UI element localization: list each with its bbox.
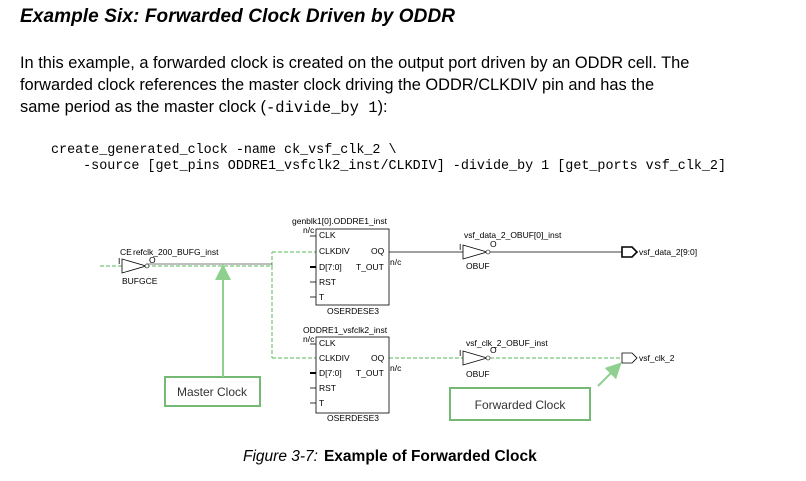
oddr2-clkdiv-pin: CLKDIV — [319, 353, 350, 363]
oddr1-d-pin: D[7:0] — [319, 262, 342, 272]
bufgce-o-pin: O — [149, 255, 156, 265]
bufgce-symbol — [121, 258, 148, 274]
oddr2-tout-pin: T_OUT — [356, 368, 384, 378]
section-heading: Example Six: Forwarded Clock Driven by O… — [20, 6, 456, 27]
oddr2-t-pin: T — [319, 398, 324, 408]
master-clock-label: Master Clock — [177, 385, 248, 399]
oddr1-rst-pin: RST — [319, 277, 336, 287]
figure-title: Example of Forwarded Clock — [323, 448, 537, 465]
obuf1-instance-name: vsf_data_2_OBUF[0]_inst — [464, 230, 562, 240]
oddr1-pin-stubs — [310, 235, 463, 298]
figure-number: Figure 3-7: — [243, 448, 318, 465]
bufgce-ce-pin: CE — [120, 247, 132, 257]
data-port-name: vsf_data_2[9:0] — [639, 247, 697, 257]
clock-net-highlight — [100, 251, 622, 359]
oddr1-block — [315, 228, 390, 306]
body-line-3: same period as the master clock (-divide… — [20, 96, 806, 119]
forwarded-clock-callout — [449, 387, 591, 421]
bufgce-i-pin: I — [118, 256, 120, 266]
bufgce-output-bubble — [144, 263, 150, 269]
oddr2-clk-pin: CLK — [319, 338, 336, 348]
obuf1-o-pin: O — [490, 239, 497, 249]
oddr2-d-pin: D[7:0] — [319, 368, 342, 378]
oddr1-clk-pin: CLK — [319, 230, 336, 240]
body-line-3-end: ): — [377, 98, 388, 116]
oddr2-tout-nc: n/c — [390, 363, 402, 373]
bufgce-instance-name: refclk_200_BUFG_inst — [133, 247, 219, 257]
body-line-1: In this example, a forwarded clock is cr… — [20, 54, 690, 72]
body-line-3-start: same period as the master clock ( — [20, 98, 266, 116]
oddr1-type: OSERDESE3 — [327, 306, 379, 316]
oddr1-tout-pin: T_OUT — [356, 262, 384, 272]
oddr2-instance-name: ODDRE1_vsfclk2_inst — [303, 325, 388, 335]
body-paragraph: In this example, a forwarded clock is cr… — [20, 52, 806, 119]
master-clock-callout — [164, 376, 261, 407]
oddr2-block — [315, 336, 390, 414]
clock-port-icon — [621, 352, 638, 364]
bufgce-type: BUFGCE — [122, 276, 158, 286]
obuf1-type: OBUF — [466, 261, 490, 271]
oddr2-rst-pin: RST — [319, 383, 336, 393]
obuf2-symbol — [462, 350, 489, 366]
code-line-2: -source [get_pins ODDRE1_vsfclk2_inst/CL… — [51, 159, 726, 174]
body-line-2: forwarded clock references the master cl… — [20, 76, 655, 94]
data-port-icon — [621, 246, 639, 258]
inline-code: -divide_by 1 — [265, 99, 378, 117]
obuf1-output-bubble — [485, 249, 491, 255]
figure-caption: Figure 3-7: Example of Forwarded Clock — [243, 448, 537, 466]
obuf1-i-pin: I — [459, 242, 461, 252]
oddr2-clk-nc: n/c — [303, 334, 315, 344]
forwarded-clock-label: Forwarded Clock — [475, 398, 567, 412]
oddr1-t-pin: T — [319, 292, 324, 302]
forwarded-clock-arrow — [597, 362, 622, 387]
obuf2-output-bubble — [485, 355, 491, 361]
obuf1-symbol — [462, 244, 489, 260]
code-line-1: create_generated_clock -name ck_vsf_clk_… — [51, 143, 397, 158]
obuf2-o-pin: O — [490, 345, 497, 355]
code-block: create_generated_clock -name ck_vsf_clk_… — [51, 143, 726, 175]
obuf2-i-pin: I — [459, 348, 461, 358]
oddr1-clk-nc: n/c — [303, 225, 315, 235]
oddr1-tout-nc: n/c — [390, 257, 402, 267]
oddr1-clkdiv-pin: CLKDIV — [319, 246, 350, 256]
obuf2-type: OBUF — [466, 369, 490, 379]
oddr2-pin-stubs — [310, 343, 316, 404]
oddr2-oq-pin: OQ — [371, 353, 385, 363]
oddr2-type: OSERDESE3 — [327, 413, 379, 423]
obuf2-instance-name: vsf_clk_2_OBUF_inst — [466, 338, 548, 348]
oddr1-oq-pin: OQ — [371, 246, 385, 256]
oddr1-instance-name: genblk1[0].ODDRE1_inst — [292, 216, 388, 226]
clock-port-name: vsf_clk_2 — [639, 353, 675, 363]
